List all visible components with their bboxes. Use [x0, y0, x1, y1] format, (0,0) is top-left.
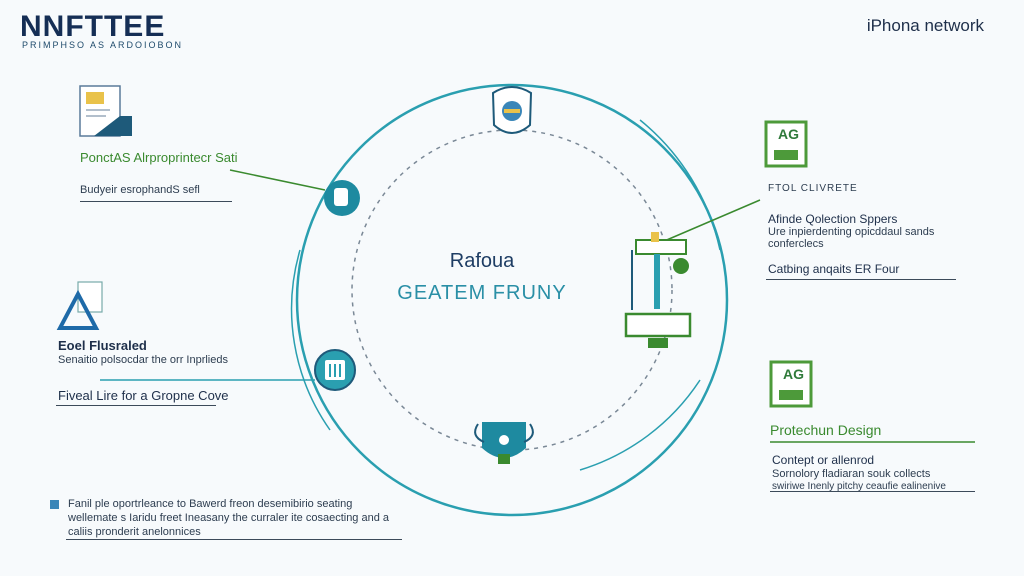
gear-node [324, 180, 360, 216]
brand-subtitle: PRIMPHSO AS ARDOIOBON [22, 40, 184, 50]
arc-left [290, 249, 331, 431]
machine-node [624, 232, 692, 348]
left-top-heading: PonctAS Alrproprintecr Sati [80, 150, 238, 165]
center-title: Rafoua [449, 250, 515, 272]
network-label: iPhona network [866, 16, 984, 35]
footer-line-1: Fanil ple oportrleance to Bawerd freon d… [68, 498, 353, 510]
left-mid-rule [56, 405, 216, 406]
right-bottom-rule [770, 491, 975, 492]
connector-left-top [229, 169, 326, 191]
badge-text-bottom: AG [783, 366, 804, 382]
right-bottom-subtext1: Contept or allenrod [772, 453, 875, 467]
badge-icon-bottom [769, 360, 813, 408]
left-mid-heading: Eoel Flusraled [58, 338, 147, 353]
arc-top-right [639, 119, 721, 251]
right-top-tag: FTOL CLIVRETE [768, 183, 858, 194]
brand-title: NNFTTEE [20, 10, 166, 43]
right-bottom-subtext2: Sornolory fladiaran souk collects [772, 468, 931, 480]
document-node [314, 349, 356, 391]
right-top-heading: Afinde Qolection Sppers [768, 212, 898, 226]
right-top-subtext1: Ure inpierdenting opicddaul sands [768, 226, 935, 238]
right-bottom-subtext3: swiriwe Inenly pitchy ceaufie ealinenive [772, 481, 946, 492]
inner-ring [351, 129, 673, 451]
left-mid-subtext: Senaitio polsocdar the orr Inprlieds [58, 354, 228, 366]
footer-bullet-icon [50, 500, 59, 509]
document-icon [79, 85, 132, 137]
center-subtitle: GEATEM FRUNY [397, 282, 567, 304]
left-mid-line: Fiveal Lire for a Gropne Cove [58, 388, 229, 403]
warning-icon [56, 281, 103, 330]
right-top-subtext2: conferclecs [768, 238, 824, 250]
right-top-rule [766, 279, 956, 280]
arc-bottom-right [579, 379, 701, 471]
trophy-node [474, 422, 534, 464]
right-bottom-heading: Protechun Design [770, 422, 882, 438]
shield-node [491, 86, 533, 134]
left-top-rule [80, 201, 232, 202]
footer-line-2: wellemate s Iaridu freet Ineasany the cu… [68, 512, 390, 524]
right-top-line: Catbing anqaits ER Four [768, 262, 900, 276]
footer-rule [66, 539, 402, 540]
connector-right-top [654, 199, 761, 246]
outer-ring [295, 83, 729, 517]
badge-icon-top [764, 120, 808, 168]
badge-text-top: AG [778, 126, 799, 142]
left-top-subtext: Budyeir esrophandS sefl [80, 184, 200, 196]
footer-line-3: caliis pronderit anelonnices [68, 526, 201, 538]
